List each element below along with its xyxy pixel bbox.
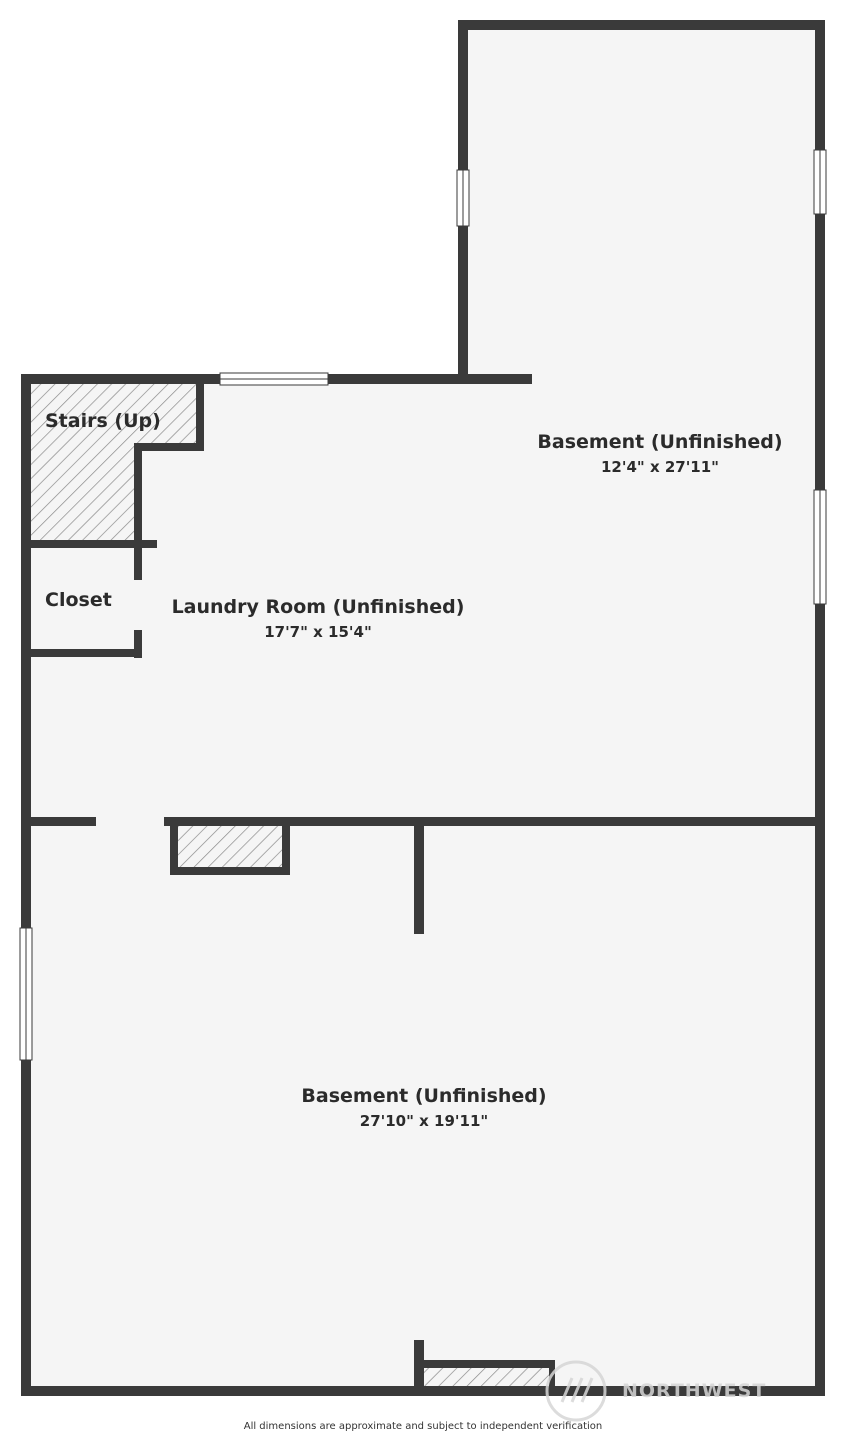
bottom-hatch bbox=[424, 1366, 554, 1387]
northwest-watermark: NORTHWEST bbox=[545, 1360, 766, 1422]
stairs-hatch bbox=[31, 384, 200, 540]
basement-lower-label: Basement (Unfinished) bbox=[301, 1085, 546, 1107]
laundry-label: Laundry Room (Unfinished) bbox=[172, 596, 465, 618]
laundry-dimensions: 17'7" x 15'4" bbox=[264, 623, 372, 641]
watermark-text: NORTHWEST bbox=[622, 1380, 766, 1402]
footer-disclaimer: All dimensions are approximate and subje… bbox=[243, 1421, 603, 1432]
chimney-hatch bbox=[176, 826, 285, 870]
northwest-logo-icon bbox=[545, 1360, 607, 1422]
basement-lower-dimensions: 27'10" x 19'11" bbox=[360, 1112, 488, 1130]
laundry-floor bbox=[26, 379, 819, 821]
closet-label: Closet bbox=[45, 589, 112, 611]
windows bbox=[19, 149, 827, 1061]
basement-upper-dimensions: 12'4" x 27'11" bbox=[601, 458, 719, 476]
stairs-label: Stairs (Up) bbox=[45, 410, 161, 432]
basement-upper-label: Basement (Unfinished) bbox=[537, 431, 782, 453]
